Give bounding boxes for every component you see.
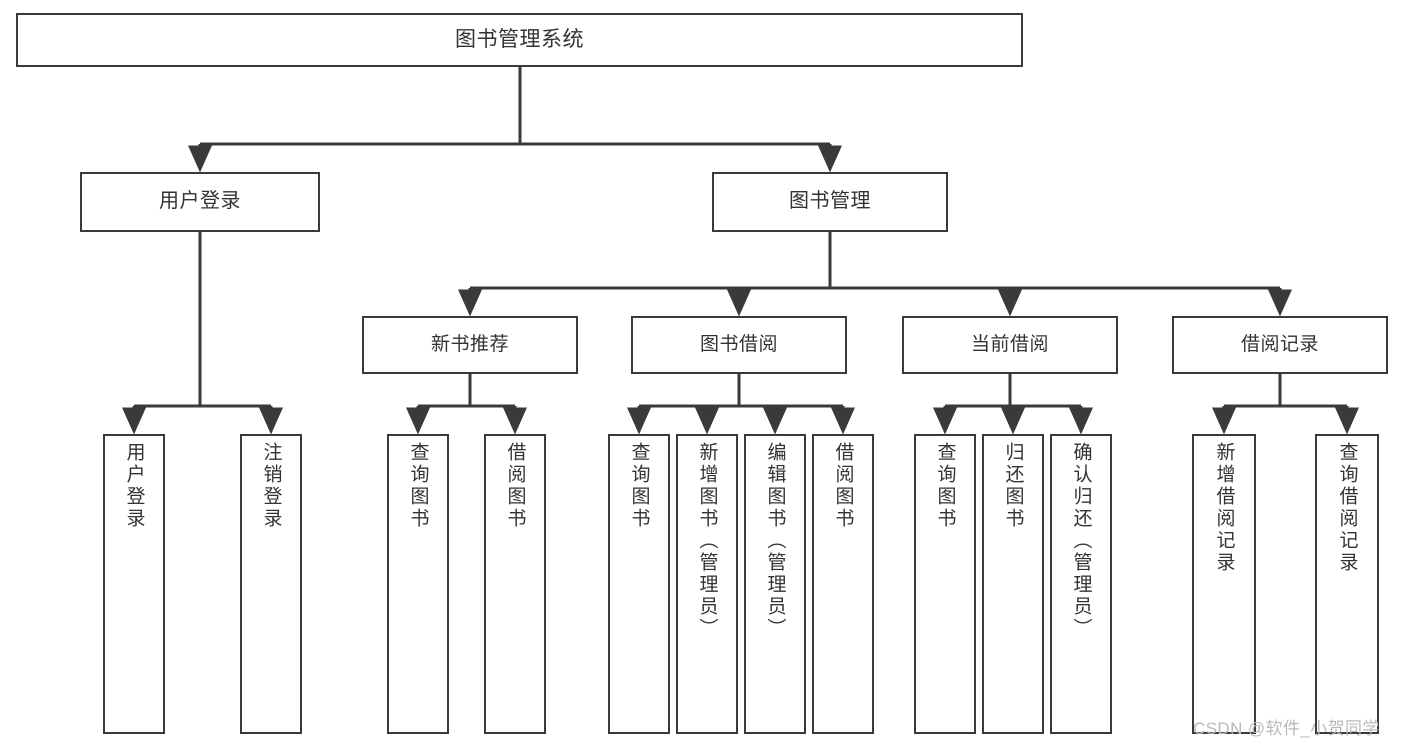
node-user-login[interactable]: 用户登录 [80, 172, 320, 232]
leaf-return-book-label: 归还图书 [1002, 442, 1024, 530]
leaf-confirm-return-label: 确认归还（管理员） [1070, 442, 1092, 640]
node-root[interactable]: 图书管理系统 [16, 13, 1023, 67]
leaf-logout-label: 注销登录 [260, 442, 282, 530]
leaf-user-login-label: 用户登录 [123, 442, 145, 530]
leaf-query-book-3[interactable]: 查询图书 [914, 434, 976, 734]
leaf-query-book-2-label: 查询图书 [628, 442, 650, 530]
node-book-borrowing-label: 图书借阅 [699, 333, 778, 355]
watermark: CSDN @软件_小贺同学 [1193, 719, 1380, 738]
leaf-query-borrow-record-label: 查询借阅记录 [1336, 442, 1358, 574]
node-root-label: 图书管理系统 [455, 27, 584, 51]
leaf-add-book-label: 新增图书（管理员） [696, 442, 718, 640]
leaf-query-book-1-label: 查询图书 [407, 442, 429, 530]
leaf-query-borrow-record[interactable]: 查询借阅记录 [1315, 434, 1379, 734]
leaf-add-book[interactable]: 新增图书（管理员） [676, 434, 738, 734]
leaf-edit-book[interactable]: 编辑图书（管理员） [744, 434, 806, 734]
leaf-borrow-book-1[interactable]: 借阅图书 [484, 434, 546, 734]
leaf-borrow-book-2[interactable]: 借阅图书 [812, 434, 874, 734]
node-user-login-label: 用户登录 [159, 190, 241, 213]
node-new-book-recommendation-label: 新书推荐 [430, 333, 509, 355]
leaf-add-borrow-record-label: 新增借阅记录 [1213, 442, 1235, 574]
leaf-query-book-2[interactable]: 查询图书 [608, 434, 670, 734]
node-current-borrowing[interactable]: 当前借阅 [902, 316, 1118, 374]
leaf-user-login[interactable]: 用户登录 [103, 434, 165, 734]
leaf-borrow-book-2-label: 借阅图书 [832, 442, 854, 530]
leaf-confirm-return[interactable]: 确认归还（管理员） [1050, 434, 1112, 734]
leaf-borrow-book-1-label: 借阅图书 [504, 442, 526, 530]
leaf-query-book-3-label: 查询图书 [934, 442, 956, 530]
node-current-borrowing-label: 当前借阅 [970, 333, 1049, 355]
leaf-query-book-1[interactable]: 查询图书 [387, 434, 449, 734]
node-book-management[interactable]: 图书管理 [712, 172, 948, 232]
node-borrowing-record-label: 借阅记录 [1240, 333, 1319, 355]
node-book-borrowing[interactable]: 图书借阅 [631, 316, 847, 374]
node-borrowing-record[interactable]: 借阅记录 [1172, 316, 1388, 374]
leaf-add-borrow-record[interactable]: 新增借阅记录 [1192, 434, 1256, 734]
node-new-book-recommendation[interactable]: 新书推荐 [362, 316, 578, 374]
leaf-logout[interactable]: 注销登录 [240, 434, 302, 734]
leaf-return-book[interactable]: 归还图书 [982, 434, 1044, 734]
leaf-edit-book-label: 编辑图书（管理员） [764, 442, 786, 640]
node-book-management-label: 图书管理 [789, 190, 871, 213]
